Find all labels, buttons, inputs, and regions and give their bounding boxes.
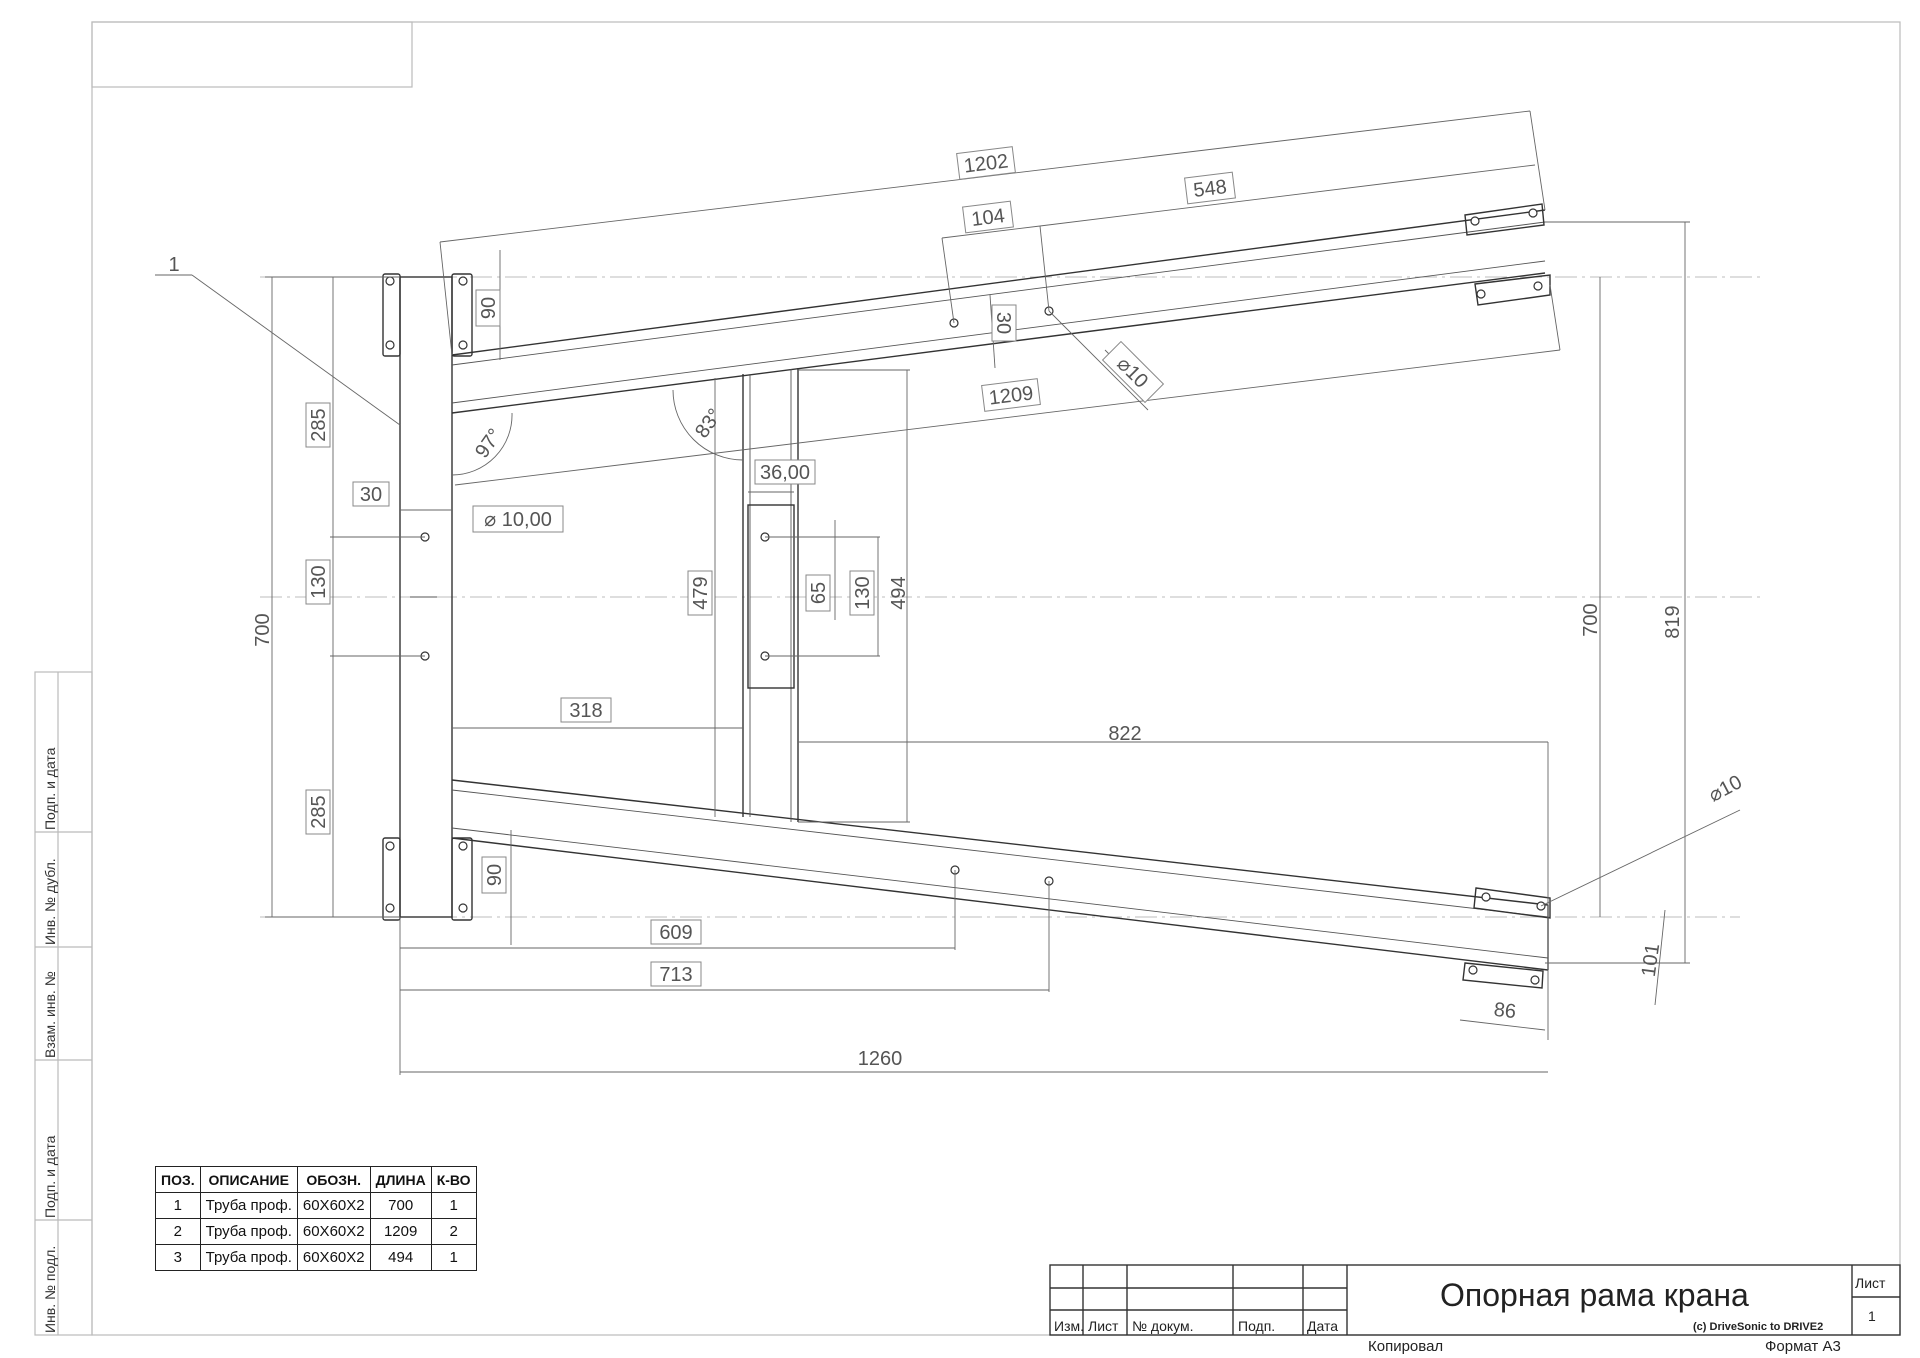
side-orig-inv: Инв. № подл. (42, 1246, 58, 1333)
side-sign-date-1: Подп. и дата (42, 747, 58, 830)
dim-318: 318 (569, 700, 602, 722)
dim-700-right: 700 (1580, 603, 1602, 636)
col-sheet: Лист (1088, 1318, 1119, 1334)
col-sign: Подп. (1238, 1318, 1276, 1334)
table-cell: 1 (430, 1192, 477, 1219)
dim-609: 609 (659, 922, 692, 944)
dim-479: 479 (690, 576, 712, 609)
dim-822: 822 (1108, 723, 1141, 745)
table-row: 1 Труба проф. 60X60X2 700 1 (155, 1192, 477, 1219)
copied-by-label: Копировал (1368, 1338, 1444, 1355)
post-middle (742, 368, 799, 822)
table-cell: 3 (155, 1244, 201, 1271)
dim-104: 104 (970, 205, 1006, 231)
dim-130-mid: 130 (852, 576, 874, 609)
sheet-number: 1 (1868, 1308, 1876, 1324)
dim-86: 86 (1493, 999, 1517, 1023)
dimension-labels: 1202 548 104 1209 90 30 ⌀10 83° 97° 285 … (168, 146, 1746, 1070)
dim-713: 713 (659, 964, 692, 986)
parts-header-pos: ПОЗ. (155, 1166, 201, 1193)
dim-700-left: 700 (252, 613, 274, 646)
dim-1209: 1209 (988, 382, 1035, 409)
dim-36-00: 36,00 (760, 462, 810, 484)
table-cell: 2 (430, 1218, 477, 1245)
dim-97deg: 97° (471, 425, 506, 462)
table-cell: 60X60X2 (296, 1218, 371, 1245)
format-label: Формат А3 (1765, 1338, 1841, 1355)
parts-header-length: ДЛИНА (369, 1166, 432, 1193)
title-block (1049, 1264, 1901, 1336)
sheet-label: Лист (1855, 1275, 1886, 1291)
parts-header-desc: ОПИСАНИЕ (199, 1166, 298, 1193)
dim-819: 819 (1662, 605, 1684, 638)
dim-101: 101 (1638, 942, 1664, 978)
dim-285-bottom: 285 (308, 795, 330, 828)
dim-90-bottom: 90 (484, 864, 506, 886)
post-vertical (382, 273, 473, 921)
table-cell: 60X60X2 (296, 1244, 371, 1271)
table-cell: Труба проф. (199, 1244, 298, 1271)
copyright-note: (c) DriveSonic to DRIVE2 (1693, 1321, 1824, 1333)
table-cell: 1 (155, 1192, 201, 1219)
side-sign-date-2: Подп. и дата (42, 1135, 58, 1218)
dim-130-left: 130 (308, 565, 330, 598)
table-cell: Труба проф. (199, 1218, 298, 1245)
table-row: 2 Труба проф. 60X60X2 1209 2 (155, 1218, 477, 1245)
drawing-title: Опорная рама крана (1440, 1277, 1749, 1313)
dimension-lines (155, 110, 1741, 1075)
dim-494: 494 (888, 576, 910, 609)
table-cell: 700 (369, 1192, 432, 1219)
dim-dia10-00: ⌀ 10,00 (484, 509, 552, 531)
position-1-label: 1 (168, 254, 179, 276)
side-dup-inv: Инв. № дубл. (42, 858, 58, 945)
dim-90-top: 90 (478, 297, 500, 319)
table-cell: Труба проф. (199, 1192, 298, 1219)
beam-lower (451, 779, 1551, 989)
table-cell: 1 (430, 1244, 477, 1271)
table-cell: 2 (155, 1218, 201, 1245)
dim-83deg: 83° (691, 405, 726, 442)
dim-548: 548 (1192, 176, 1228, 202)
parts-header-qty: К-ВО (430, 1166, 477, 1193)
col-date: Дата (1307, 1318, 1339, 1334)
dim-1260: 1260 (858, 1048, 903, 1070)
top-stamp-box (91, 21, 413, 88)
table-cell: 1209 (369, 1218, 432, 1245)
dim-dia10-bottom: ⌀10 (1705, 771, 1746, 807)
side-stamp: Подп. и дата Инв. № дубл. Взам. инв. № П… (34, 671, 93, 1336)
table-cell: 494 (369, 1244, 432, 1271)
dim-65: 65 (808, 582, 830, 604)
table-row: 3 Труба проф. 60X60X2 494 1 (155, 1244, 477, 1271)
table-cell: 60X60X2 (296, 1192, 371, 1219)
dim-1202: 1202 (963, 150, 1010, 177)
side-replace-inv: Взам. инв. № (42, 971, 58, 1058)
parts-header-code: ОБОЗН. (296, 1166, 371, 1193)
dim-30-left: 30 (360, 484, 382, 506)
dim-30-top: 30 (992, 312, 1014, 334)
dim-285-top: 285 (308, 408, 330, 441)
parts-table: ПОЗ. ОПИСАНИЕ ОБОЗН. ДЛИНА К-ВО 1 Труба … (155, 1166, 477, 1271)
col-change: Изм. (1054, 1318, 1084, 1334)
col-doc: № докум. (1132, 1318, 1194, 1334)
